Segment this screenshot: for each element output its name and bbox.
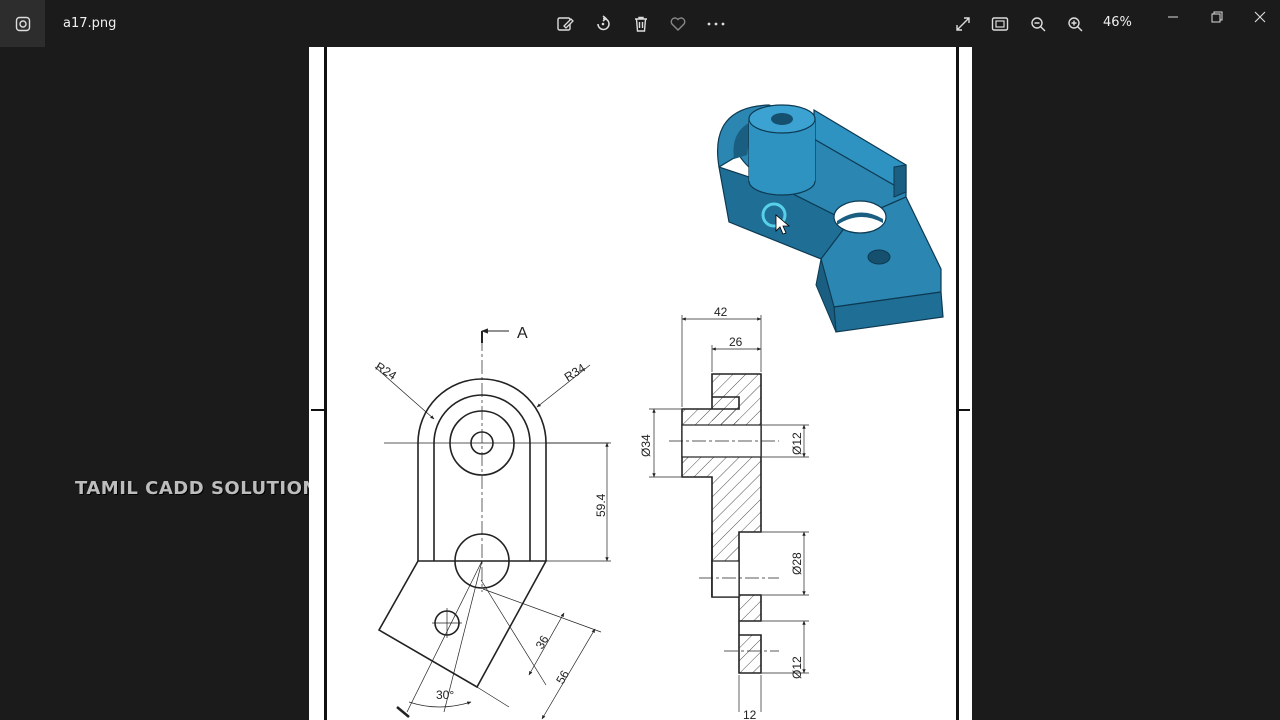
dim-dia-12-bottom: Ø12 <box>790 656 804 679</box>
isometric-model <box>717 104 944 333</box>
delete-icon[interactable] <box>628 11 654 37</box>
drawing-canvas: A R24 R34 59.4 36 56 30° <box>373 104 944 720</box>
dim-angle: 30° <box>436 688 454 702</box>
dim-59-4: 59.4 <box>594 493 608 517</box>
restore-button[interactable] <box>1202 6 1232 28</box>
dim-42: 42 <box>714 305 728 319</box>
frame-tick-right <box>956 409 970 411</box>
dim-26: 26 <box>729 335 743 349</box>
zoom-out-icon[interactable] <box>1025 11 1051 37</box>
mouse-pointer-icon <box>775 214 791 235</box>
dim-dia-28: Ø28 <box>790 552 804 575</box>
frame-tick-left <box>311 409 325 411</box>
zoom-in-icon[interactable] <box>1062 11 1088 37</box>
front-view <box>374 328 611 720</box>
dim-56: 56 <box>553 668 572 687</box>
dim-dia-12-top: Ø12 <box>790 432 804 455</box>
section-view <box>649 315 809 712</box>
fullscreen-icon[interactable] <box>950 11 976 37</box>
dim-r34: R34 <box>562 361 588 385</box>
title-bar: a17.png 46% <box>0 0 1280 47</box>
drawing-image: A R24 R34 59.4 36 56 30° <box>309 47 972 720</box>
dim-r24: R24 <box>373 359 399 383</box>
file-name: a17.png <box>63 16 117 31</box>
photos-app-icon[interactable] <box>0 0 45 47</box>
image-viewer[interactable]: TAMIL CADD SOLUTION <box>0 47 1280 720</box>
watermark: TAMIL CADD SOLUTION <box>75 478 318 499</box>
minimize-button[interactable] <box>1158 6 1188 28</box>
dim-36: 36 <box>533 633 552 652</box>
frame-border-left <box>324 47 327 720</box>
favorite-icon[interactable] <box>665 11 691 37</box>
frame-border-right <box>956 47 959 720</box>
section-label: A <box>517 325 528 342</box>
edit-image-icon[interactable] <box>552 11 578 37</box>
dim-12: 12 <box>743 708 757 720</box>
zoom-level: 46% <box>1103 15 1132 30</box>
loading-cursor-icon <box>761 202 787 228</box>
more-icon[interactable] <box>703 11 729 37</box>
rotate-icon[interactable] <box>590 11 616 37</box>
close-button[interactable] <box>1245 6 1275 28</box>
dim-dia-34: Ø34 <box>639 434 653 457</box>
fit-window-icon[interactable] <box>987 11 1013 37</box>
